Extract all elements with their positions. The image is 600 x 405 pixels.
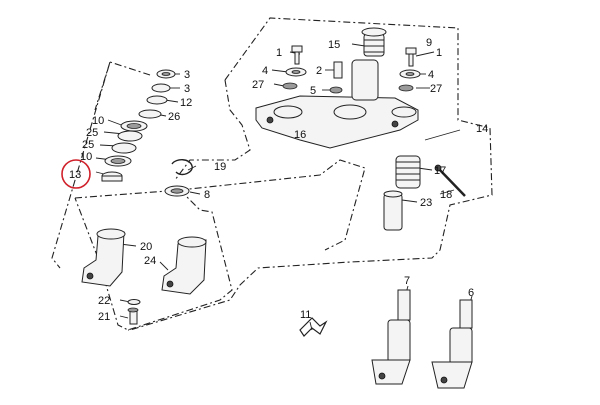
callout-8[interactable]: 8 (204, 189, 210, 201)
callout-1-left[interactable]: 1 (276, 47, 282, 59)
upper-assembly-outline (128, 17, 493, 331)
part-27-left-nut[interactable] (282, 82, 298, 90)
callout-23[interactable]: 23 (420, 197, 432, 209)
callout-21[interactable]: 21 (98, 311, 110, 323)
part-27-right-nut[interactable] (398, 84, 414, 92)
part-21-bolt[interactable] (127, 307, 139, 325)
callout-7[interactable]: 7 (404, 275, 410, 287)
callout-16[interactable]: 16 (294, 129, 306, 141)
callout-25-upper[interactable]: 25 (86, 127, 98, 139)
part-18-rod[interactable] (434, 164, 466, 197)
callout-9[interactable]: 9 (426, 37, 432, 49)
part-19-clip[interactable] (171, 159, 193, 176)
callout-15[interactable]: 15 (328, 39, 340, 51)
part-8-ring[interactable] (164, 185, 190, 197)
callout-10-upper[interactable]: 10 (92, 115, 104, 127)
part-1-left-bolt[interactable] (291, 45, 303, 65)
callout-4-right[interactable]: 4 (428, 69, 434, 81)
part-20-left-fork-body[interactable] (81, 228, 126, 287)
part-2-center-bolt[interactable] (333, 61, 343, 79)
part-24-right-fork-body[interactable] (161, 236, 207, 295)
part-11-bracket[interactable] (299, 317, 328, 337)
callout-2[interactable]: 2 (316, 65, 322, 77)
callout-13[interactable]: 13 (69, 169, 81, 181)
part-6-right-fork-leg[interactable] (431, 299, 473, 389)
part-25-upper-race[interactable] (117, 130, 143, 142)
callout-18[interactable]: 18 (440, 189, 452, 201)
part-3-lock-nut[interactable] (151, 83, 171, 93)
callout-25-lower[interactable]: 25 (82, 139, 94, 151)
part-7-left-fork-leg[interactable] (371, 289, 411, 385)
callout-6[interactable]: 6 (468, 287, 474, 299)
callout-labels: 1 1 2 3 3 4 4 5 6 7 8 9 10 10 11 12 13 1… (69, 37, 488, 323)
callout-12[interactable]: 12 (180, 97, 192, 109)
stem-assembly-outline (51, 61, 151, 269)
callout-26[interactable]: 26 (168, 111, 180, 123)
part-steering-post[interactable] (351, 59, 379, 101)
callout-3-top[interactable]: 3 (184, 69, 190, 81)
callout-17[interactable]: 17 (434, 165, 446, 177)
part-15-spring-cap[interactable] (363, 33, 385, 57)
callout-11[interactable]: 11 (300, 309, 311, 321)
part-1-right-bolt[interactable] (405, 47, 417, 67)
callout-24[interactable]: 24 (144, 255, 156, 267)
part-25-lower-race[interactable] (111, 142, 137, 154)
part-12-washer[interactable] (146, 95, 168, 105)
callout-22[interactable]: 22 (98, 295, 110, 307)
callout-5[interactable]: 5 (310, 85, 316, 97)
part-4-left-washer[interactable] (285, 67, 307, 77)
callout-20[interactable]: 20 (140, 241, 152, 253)
part-23-tube[interactable] (383, 190, 403, 231)
callout-10-lower[interactable]: 10 (80, 151, 92, 163)
callout-27-left[interactable]: 27 (252, 79, 264, 91)
callout-3-second[interactable]: 3 (184, 83, 190, 95)
callout-27-right[interactable]: 27 (430, 83, 442, 95)
callout-19[interactable]: 19 (214, 161, 226, 173)
highlight-circle (61, 159, 91, 189)
part-16-upper-bracket[interactable] (255, 95, 419, 149)
callout-4-left[interactable]: 4 (262, 65, 268, 77)
part-10-lower-bearing[interactable] (104, 155, 132, 167)
part-26-race[interactable] (138, 109, 162, 119)
callout-1-right[interactable]: 1 (436, 47, 442, 59)
bracket-group-outline (174, 79, 251, 181)
part-17-spring[interactable] (395, 155, 421, 189)
part-4-right-washer[interactable] (399, 69, 421, 79)
callout-14[interactable]: 14 (476, 123, 488, 135)
part-22-washer[interactable] (127, 299, 141, 305)
part-9-cap[interactable] (361, 27, 387, 37)
part-13-dust-seal[interactable] (101, 171, 123, 182)
part-5-center-nut[interactable] (329, 86, 343, 94)
part-3-top-nut[interactable] (156, 69, 176, 79)
part-10-upper-bearing[interactable] (120, 120, 148, 132)
